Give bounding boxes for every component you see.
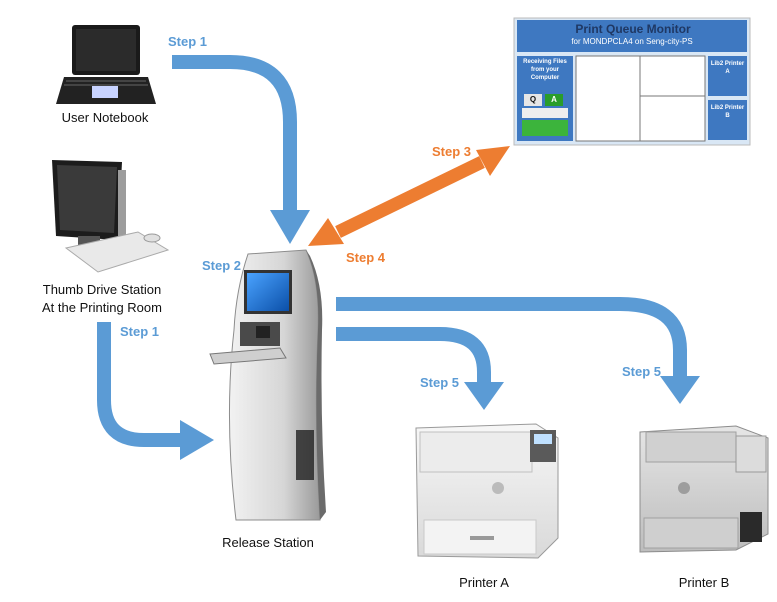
monitor-q-badge: Q [529, 95, 537, 104]
monitor-right-printer-b: Lib2 Printer B [710, 105, 745, 119]
monitor-left-panel-text: Receiving Files from your Computer [523, 59, 567, 81]
label-step5-left: Step 5 [420, 375, 460, 390]
monitor-subtitle: for MONDPCLA4 on Seng-city-PS [571, 37, 693, 46]
label-step1-top: Step 1 [168, 34, 208, 49]
arrow-head-step1-notebook [270, 210, 310, 244]
label-thumb-drive-station-line1: Thumb Drive Station [42, 282, 162, 297]
arrow-step5-printer-b [336, 297, 687, 378]
printer-icon [639, 425, 769, 553]
monitor-title: Print Queue Monitor [575, 22, 691, 36]
label-step1-bottom: Step 1 [120, 324, 160, 339]
label-printer-a: Printer A [459, 575, 509, 590]
print-queue-monitor-screenshot [513, 17, 751, 146]
arrow-step3-step4 [335, 156, 485, 238]
label-thumb-drive-station-line2: At the Printing Room [42, 300, 162, 315]
label-release-station: Release Station [222, 535, 314, 550]
desktop-computer-icon [52, 160, 170, 273]
arrow-step5-printer-a [336, 327, 491, 384]
label-printer-b: Printer B [678, 575, 730, 590]
arrow-head-step3 [476, 146, 510, 176]
label-user-notebook: User Notebook [61, 110, 149, 125]
arrow-step1-thumb [97, 322, 182, 447]
arrow-head-printer-b [660, 376, 700, 404]
arrow-head-step4 [308, 218, 344, 246]
label-step2: Step 2 [202, 258, 242, 273]
label-step3: Step 3 [432, 144, 472, 159]
monitor-right-printer-a: Lib2 Printer A [710, 61, 745, 75]
label-step5-right: Step 5 [622, 364, 662, 379]
monitor-a-badge: A [551, 95, 557, 104]
arrow-step1-notebook [172, 55, 297, 212]
printer-icon [415, 423, 559, 559]
kiosk-icon [209, 249, 326, 521]
laptop-icon [56, 25, 156, 104]
label-step4: Step 4 [346, 250, 386, 265]
arrow-head-step1-thumb [180, 420, 214, 460]
arrow-head-printer-a [464, 382, 504, 410]
